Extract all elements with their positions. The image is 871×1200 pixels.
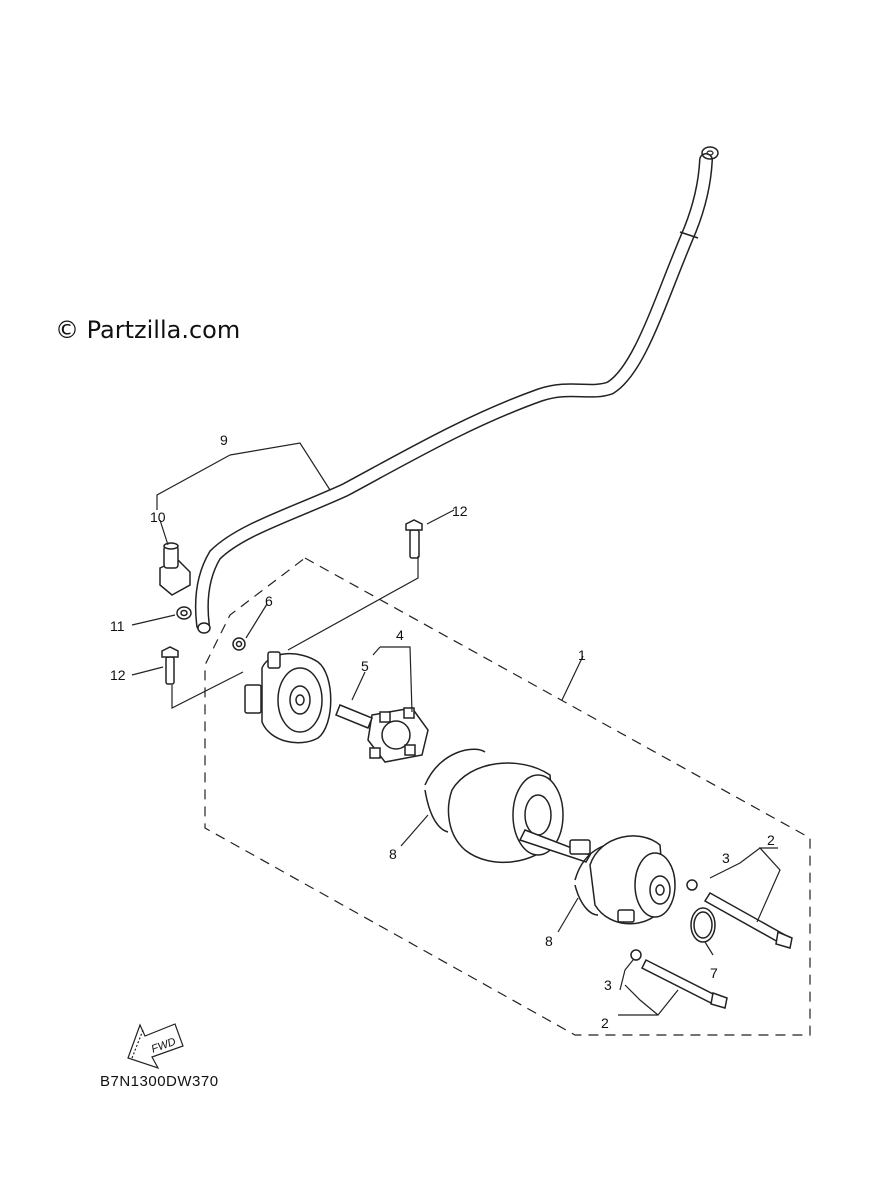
callout-5: 5 [361, 658, 369, 674]
nut[interactable] [176, 606, 192, 620]
callout-8-upper: 8 [389, 846, 397, 862]
leader-lines [131, 442, 781, 1016]
callout-12-top: 12 [452, 503, 468, 519]
fwd-arrow-icon [127, 1023, 184, 1070]
bolt-top[interactable] [405, 519, 423, 559]
front-cover[interactable] [244, 651, 332, 744]
callout-2-lower: 2 [601, 1015, 609, 1031]
through-bolt-lower[interactable] [630, 949, 728, 1009]
bolt-left[interactable] [161, 646, 179, 685]
callout-3-lower: 3 [604, 977, 612, 993]
callout-12-left: 12 [110, 667, 126, 683]
o-ring-small[interactable] [690, 907, 716, 943]
washer[interactable] [232, 637, 246, 651]
callout-8-lower: 8 [545, 933, 553, 949]
callout-7: 7 [710, 965, 718, 981]
through-bolt-upper[interactable] [686, 879, 793, 949]
yoke-armature[interactable] [447, 762, 592, 863]
callout-3-upper: 3 [722, 850, 730, 866]
callout-6: 6 [265, 593, 273, 609]
callout-4: 4 [396, 627, 404, 643]
starter-cable[interactable] [194, 146, 719, 634]
brush[interactable] [335, 704, 373, 729]
diagram-code: B7N1300DW370 [100, 1073, 219, 1090]
callout-11: 11 [110, 618, 125, 634]
callout-1: 1 [578, 647, 586, 663]
callout-10: 10 [150, 509, 166, 525]
terminal-cover[interactable] [159, 542, 191, 596]
copyright-notice: © Partzilla.com [55, 316, 241, 344]
callout-9: 9 [220, 432, 228, 448]
callout-2-upper: 2 [767, 832, 775, 848]
rear-cover[interactable] [589, 835, 676, 925]
brush-holder[interactable] [367, 707, 429, 763]
o-ring-upper[interactable] [424, 748, 486, 833]
